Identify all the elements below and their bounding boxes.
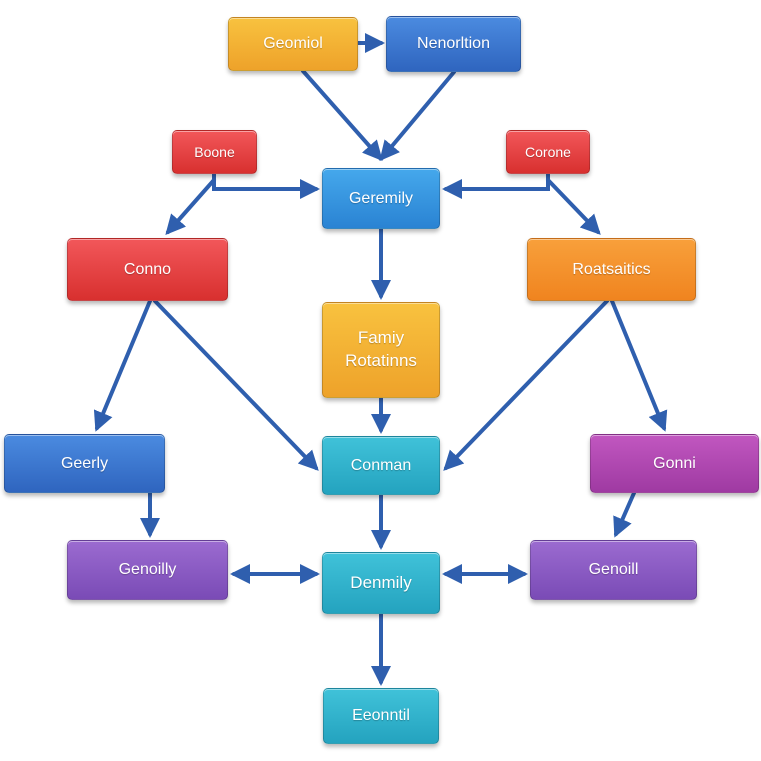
node-roatsaitics: Roatsaitics [527,238,696,301]
node-boone: Boone [172,130,257,174]
node-geerly: Geerly [4,434,165,493]
edge-smallright-to-orangeright [546,178,601,235]
edge-orangeright-to-magenta [610,299,668,432]
node-family-rotatinns: Famiy Rotatinns [322,302,440,398]
node-denmily: Denmily [322,552,440,614]
node-conno: Conno [67,238,228,301]
node-eeonntil: Eeonntil [323,688,439,744]
node-corone: Corone [506,130,590,174]
edge-smallleft-to-center1 [212,172,320,199]
edge-magenta-to-purpleright [613,491,636,538]
node-genoill: Genoill [530,540,697,600]
node-nenorltion: Nenorltion [386,16,521,72]
node-geremily: Geremily [322,168,440,229]
edge-topleft-to-center1 [301,69,383,161]
node-gonni: Gonni [590,434,759,493]
edge-redbig-to-leftblue [93,299,152,432]
node-geomiol: Geomiol [228,17,358,71]
node-conman: Conman [322,436,440,495]
edge-orangeright-to-center2 [443,299,609,471]
edge-redbig-to-center2 [153,299,319,471]
edge-topright-to-center1 [379,70,456,162]
edge-smallleft-to-redbig [165,178,216,235]
node-genoilly: Genoilly [67,540,228,600]
edge-smallright-to-center1 [442,172,550,199]
